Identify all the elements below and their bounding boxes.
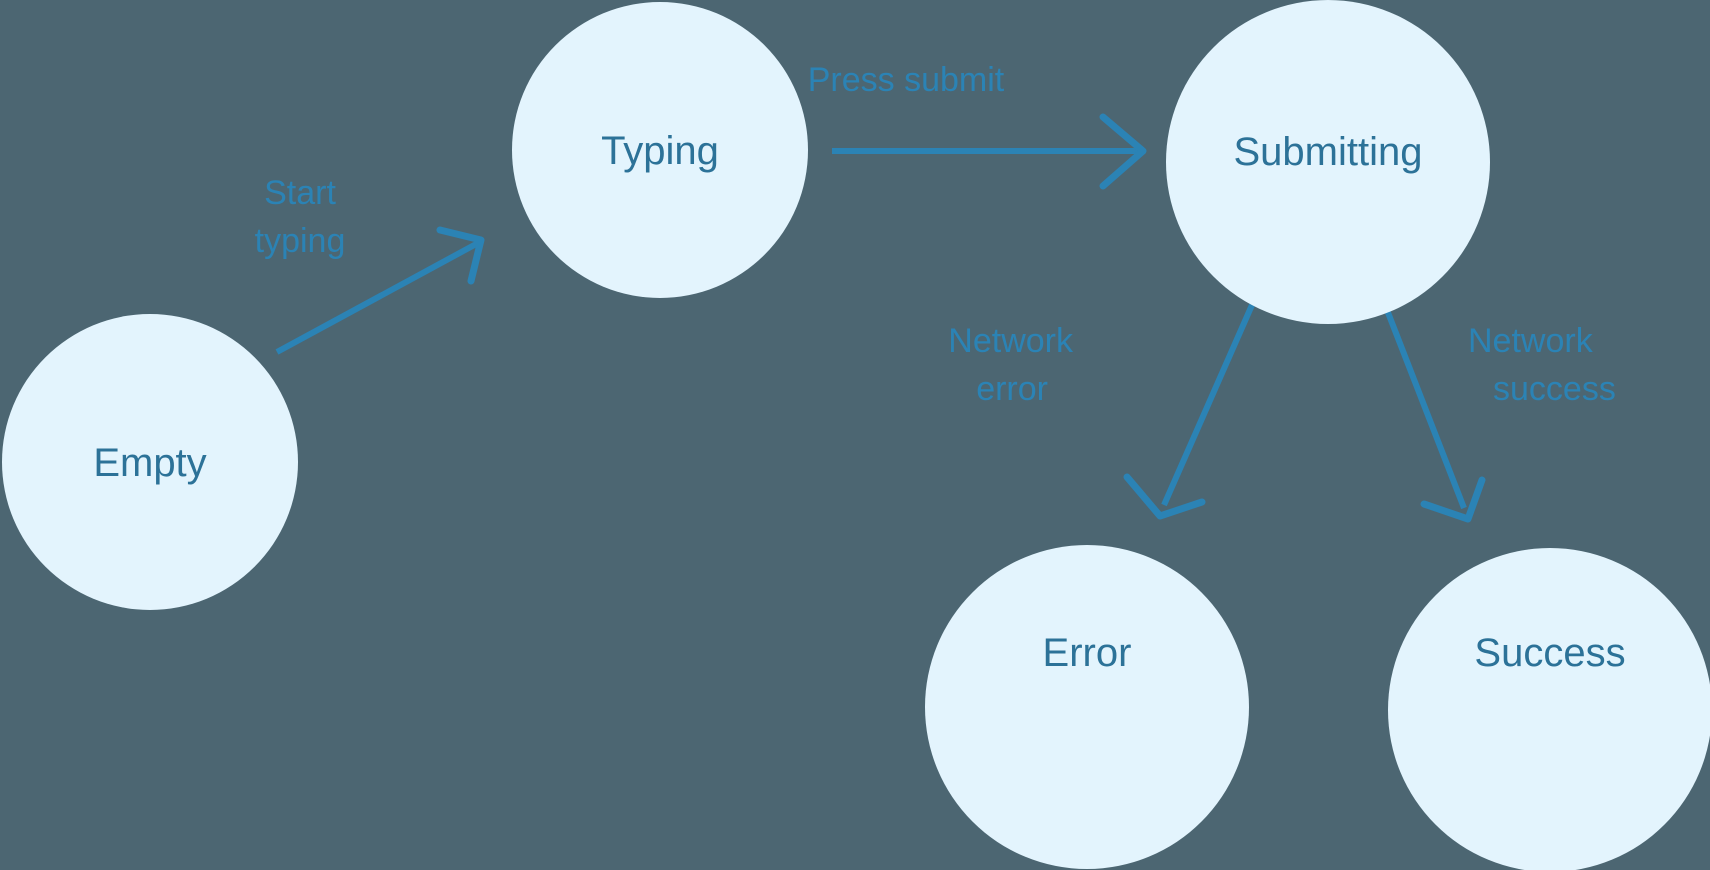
state-node-submitting-circle <box>1166 0 1490 324</box>
arrowhead-typing-to-submitting <box>1099 113 1147 190</box>
edge-label-submitting-to-error-line-2: error <box>976 370 1048 408</box>
edge-label-empty-to-typing-line-2: typing <box>255 222 346 260</box>
state-node-submitting-label: Submitting <box>1234 130 1423 174</box>
edge-label-submitting-to-success-line-2: success <box>1493 370 1616 408</box>
edge-typing-to-submitting[interactable]: Press submit <box>808 61 1147 190</box>
edge-label-empty-to-typing-line-1: Start <box>264 174 336 212</box>
state-node-success-label: Success <box>1474 631 1625 675</box>
edge-submitting-to-error[interactable]: Network error <box>948 303 1255 520</box>
state-node-submitting[interactable]: Submitting <box>1166 0 1490 324</box>
edge-label-typing-to-submitting-line-1: Press submit <box>808 61 1005 99</box>
edge-line-submitting-to-success <box>1384 308 1467 510</box>
state-node-typing[interactable]: Typing <box>512 2 808 298</box>
state-node-empty-label: Empty <box>93 441 206 485</box>
state-node-typing-circle <box>512 2 808 298</box>
arrowhead-submitting-to-success <box>1420 476 1486 523</box>
edge-label-submitting-to-success-line-1: Network <box>1468 322 1594 360</box>
state-node-error-label: Error <box>1043 631 1132 675</box>
state-node-success[interactable]: Success <box>1388 548 1710 870</box>
state-node-empty-circle <box>2 314 298 610</box>
state-node-error-circle <box>925 545 1249 869</box>
arrowhead-submitting-to-error <box>1123 473 1206 520</box>
edge-line-submitting-to-error <box>1161 303 1255 507</box>
edge-line-empty-to-typing <box>275 240 480 355</box>
state-node-empty[interactable]: Empty <box>2 314 298 610</box>
state-node-success-circle <box>1388 548 1710 870</box>
state-node-error[interactable]: Error <box>925 545 1249 869</box>
edge-empty-to-typing[interactable]: Start typing <box>255 174 485 355</box>
state-node-typing-label: Typing <box>601 129 719 173</box>
arrowhead-empty-to-typing <box>436 226 485 285</box>
edge-label-submitting-to-error-line-1: Network <box>948 322 1074 360</box>
edge-submitting-to-success[interactable]: Network success <box>1384 308 1616 523</box>
